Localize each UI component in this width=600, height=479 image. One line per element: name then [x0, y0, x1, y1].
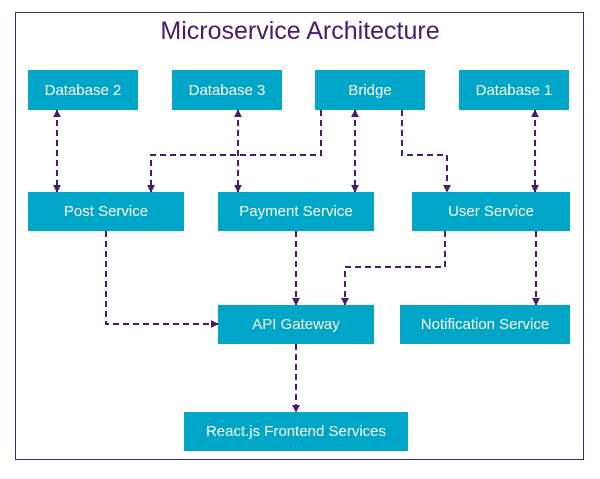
edge-post-service-api-gateway: [105, 231, 219, 328]
edge-bridge-user-service: [401, 110, 451, 193]
node-database-1: Database 1: [459, 70, 569, 110]
node-frontend-services: React.js Frontend Services: [184, 412, 408, 451]
node-database-3: Database 3: [172, 70, 282, 110]
edge-bridge-post-service: [147, 110, 322, 193]
node-database-2: Database 2: [28, 70, 138, 110]
diagram-frame: [15, 12, 584, 460]
diagram-title: Microservice Architecture: [160, 17, 440, 45]
node-user-service: User Service: [412, 192, 570, 231]
node-notification-service: Notification Service: [400, 305, 570, 344]
node-bridge: Bridge: [315, 70, 425, 110]
node-post-service: Post Service: [28, 192, 184, 231]
node-payment-service: Payment Service: [218, 192, 374, 231]
edge-user-service-api-gateway: [341, 231, 446, 306]
node-api-gateway: API Gateway: [218, 305, 374, 344]
